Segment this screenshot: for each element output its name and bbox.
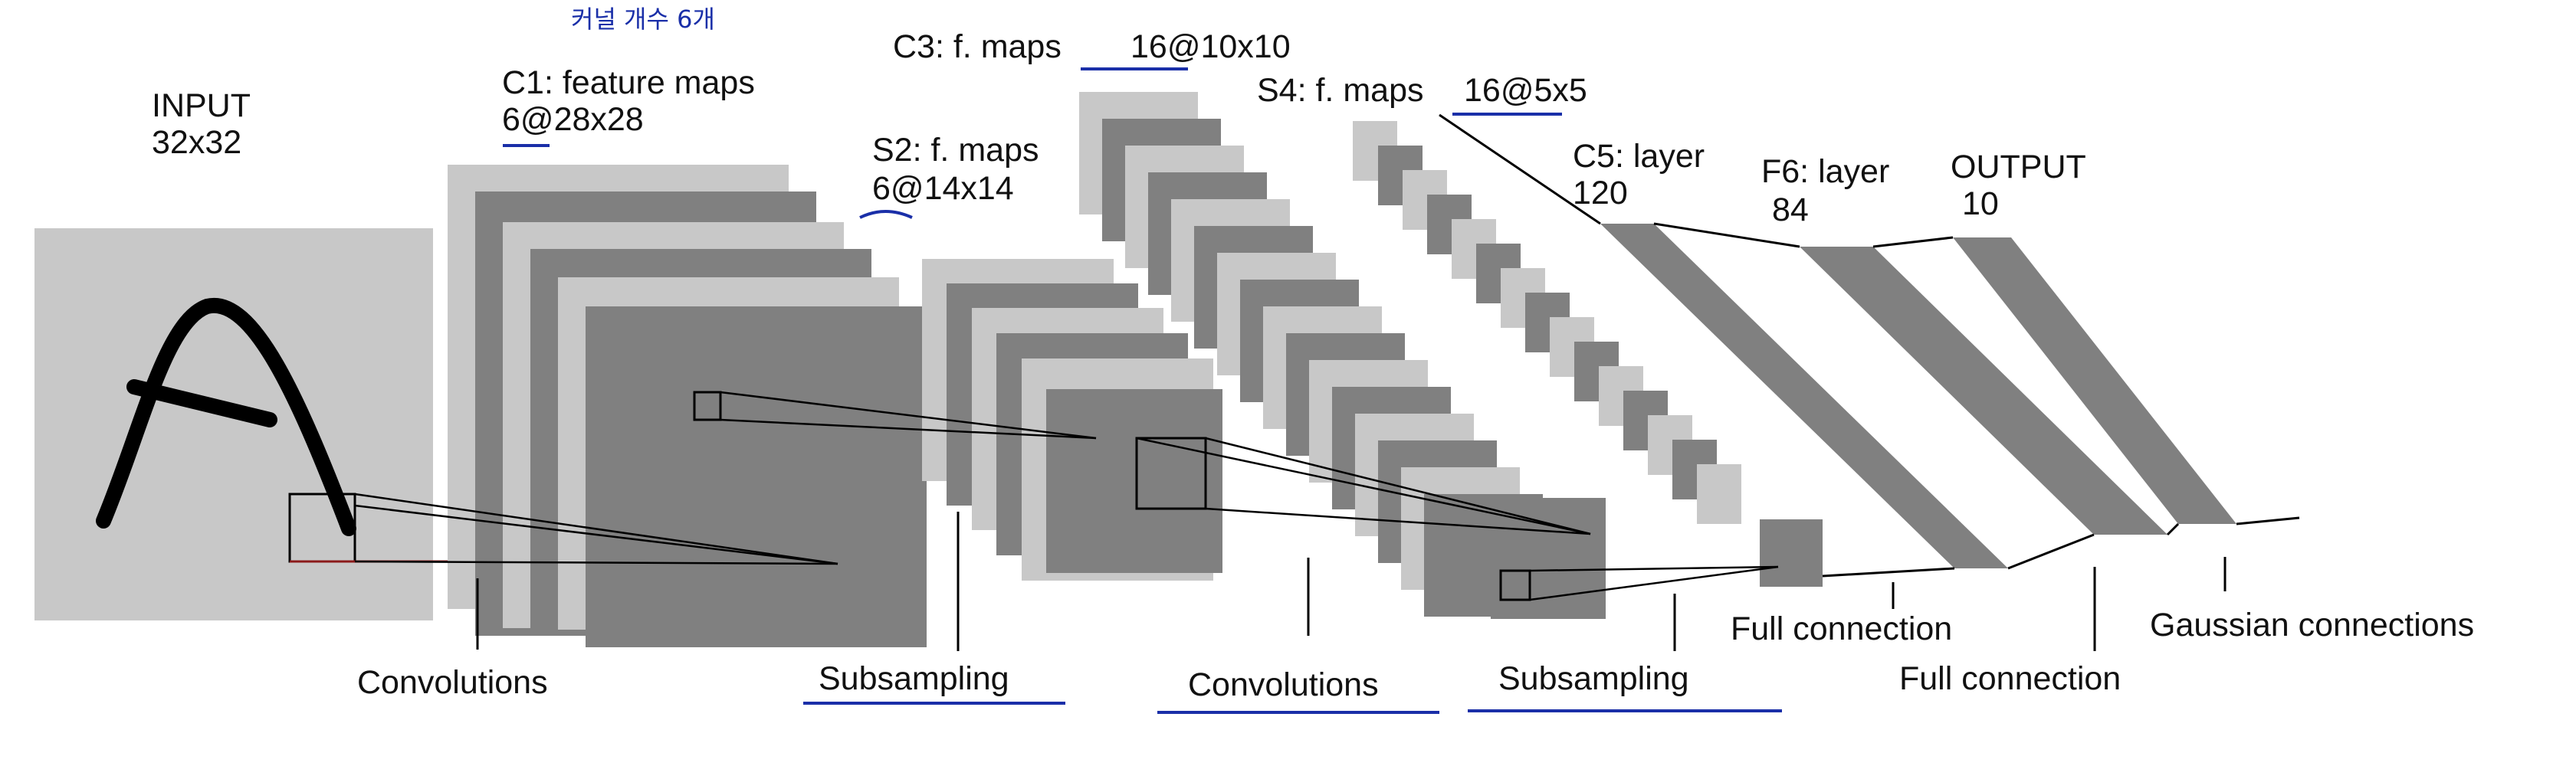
s4-layer-size: 16@5x5 — [1464, 72, 1587, 109]
f6-layer-bar — [1800, 247, 2167, 535]
c1-layer-size: 6@28x28 — [502, 101, 644, 138]
c3-layer-name: C3: f. maps — [893, 28, 1062, 65]
full-connection-lines — [1439, 113, 2300, 578]
sub2-projection — [1529, 565, 1779, 601]
convolutions-label-2: Convolutions — [1188, 666, 1379, 703]
c3-kernel-window — [1499, 569, 1531, 601]
output-layer-name: OUTPUT — [1951, 149, 2086, 185]
annotation-underlines — [503, 67, 1782, 714]
input-image — [34, 228, 433, 620]
subsampling-label-2: Subsampling — [1498, 660, 1689, 697]
c5-layer-size: 120 — [1573, 175, 1628, 211]
subsampling-label-1: Subsampling — [819, 660, 1009, 697]
s2-feature-maps — [922, 259, 1222, 581]
c3-feature-maps — [1079, 92, 1606, 619]
s4-feature-maps — [1353, 121, 1823, 587]
sub1-projection — [720, 391, 1097, 440]
gaussian-connections-label: Gaussian connections — [2150, 607, 2474, 643]
conv1-projection — [354, 493, 838, 565]
s4-layer-name: S4: f. maps — [1257, 72, 1423, 109]
output-layer-bar — [1953, 237, 2236, 524]
f6-layer-size: 84 — [1772, 192, 1809, 228]
c1-feature-maps — [448, 165, 927, 647]
s2-layer-name: S2: f. maps — [872, 132, 1039, 169]
full-connection-label-1: Full connection — [1731, 611, 1952, 647]
output-layer-size: 10 — [1962, 185, 1999, 222]
convolutions-label-1: Convolutions — [357, 664, 548, 701]
f6-layer-name: F6: layer — [1761, 153, 1889, 190]
input-layer-name: INPUT — [152, 87, 251, 124]
s2-kernel-window — [1135, 437, 1207, 510]
operation-ticks — [476, 512, 2227, 651]
conv2-projection — [1136, 437, 1591, 535]
input-letter-a-glyph — [96, 297, 356, 536]
c1-layer-name: C1: feature maps — [502, 64, 755, 101]
kernel-count-annotation: 커널 개수 6개 — [571, 5, 715, 34]
input-layer-size: 32x32 — [152, 124, 241, 161]
s2-layer-size: 6@14x14 — [872, 170, 1014, 207]
c5-layer-bar — [1600, 224, 2008, 568]
full-connection-label-2: Full connection — [1899, 660, 2121, 697]
c5-layer-name: C5: layer — [1573, 138, 1705, 175]
c1-kernel-window — [693, 391, 722, 421]
c3-layer-size: 16@10x10 — [1130, 28, 1291, 65]
